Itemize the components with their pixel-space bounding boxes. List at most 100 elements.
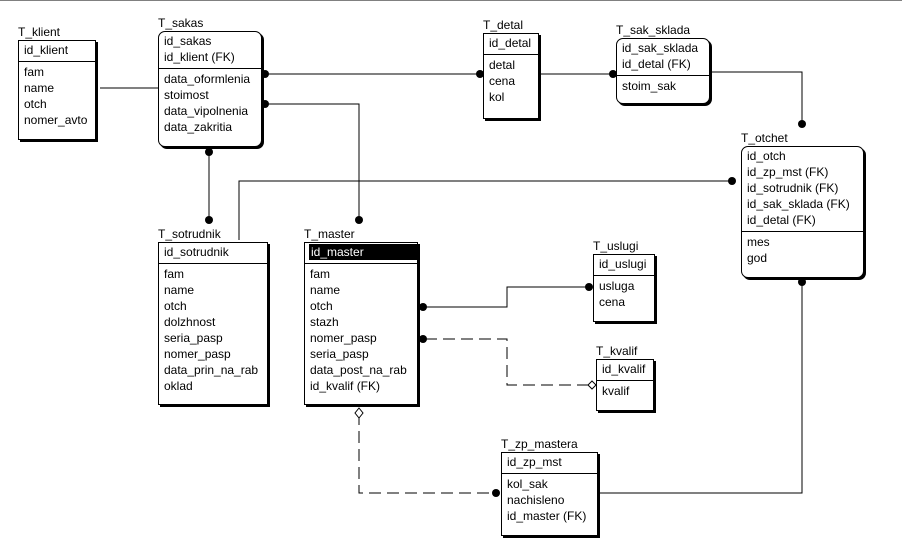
field: id_kvalif (602, 362, 646, 376)
field: otch (164, 299, 187, 313)
rel-end-dot (205, 216, 213, 224)
field: id_otch (747, 149, 786, 163)
entity-klient[interactable]: T_klient id_klient fam name otch nomer_a… (18, 25, 96, 140)
rel-end-dot (798, 278, 806, 286)
field: fam (24, 65, 45, 79)
rel-kvalif-master (423, 338, 589, 386)
entity-pk: id_klient (19, 41, 95, 62)
rel-zp-mastera-otchet (600, 282, 803, 494)
entity-title: T_sakas (158, 16, 204, 30)
rel-end-dot (419, 335, 427, 343)
entity-attrs: stoim_sak (617, 76, 709, 96)
entity-attrs: kol_sak nachisleno id_master (FK) (502, 474, 597, 526)
entity-title: T_zp_mastera (501, 437, 578, 451)
entity-box: id_sak_sklada id_detal (FK) stoim_sak (616, 38, 710, 104)
field: id_detal (FK) (622, 57, 691, 71)
entity-attrs: data_oformlenia stoimost data_vipolnenia… (159, 69, 261, 137)
field: id_detal (489, 36, 532, 50)
field: kol (489, 90, 505, 104)
rel-end-dot (492, 489, 500, 497)
entity-pk: id_zp_mst (502, 453, 597, 474)
entity-title: T_kvalif (596, 344, 638, 358)
field: dolzhnost (164, 315, 216, 329)
entity-zp-mastera[interactable]: T_zp_mastera id_zp_mst kol_sak nachislen… (501, 437, 598, 536)
entity-attrs: fam name otch stazh nomer_pasp seria_pas… (305, 264, 417, 396)
entity-detal[interactable]: T_detal id_detal detal cena kol (483, 18, 539, 119)
field: id_sotrudnik (164, 245, 229, 259)
field: id_detal (FK) (747, 213, 816, 227)
entity-pk: id_sotrudnik (159, 243, 267, 264)
entity-pk: id_kvalif (597, 360, 653, 381)
entity-box: id_detal detal cena kol (483, 33, 539, 119)
entity-otchet[interactable]: T_otchet id_otch id_zp_mst (FK) id_sotru… (741, 131, 864, 278)
rel-end-dot (261, 100, 269, 108)
field: seria_pasp (164, 331, 223, 345)
field: id_klient (FK) (164, 50, 235, 64)
entity-sotrudnik[interactable]: T_sotrudnik id_sotrudnik fam name otch d… (158, 227, 268, 405)
field: id_sak_sklada (622, 41, 699, 55)
field: cena (599, 295, 626, 309)
entity-box: id_master fam name otch stazh nomer_pasp… (304, 242, 418, 405)
entity-title: T_sak_sklada (616, 23, 691, 37)
field: name (24, 81, 55, 95)
field: id_kvalif (FK) (310, 379, 381, 393)
field: data_vipolnenia (164, 104, 249, 118)
entity-sak-sklada[interactable]: T_sak_sklada id_sak_sklada id_detal (FK)… (616, 23, 710, 104)
entity-box: id_sotrudnik fam name otch dolzhnost ser… (158, 242, 268, 405)
field: fam (164, 267, 185, 281)
field: data_prin_na_rab (164, 363, 259, 377)
entity-box: id_zp_mst kol_sak nachisleno id_master (… (501, 452, 598, 536)
field: id_uslugi (599, 257, 647, 271)
rel-end-dot (419, 303, 427, 311)
entity-master[interactable]: T_master id_master fam name otch stazh n… (304, 227, 418, 405)
entity-uslugi[interactable]: T_uslugi id_uslugi usluga cena (593, 239, 655, 322)
field: otch (310, 299, 333, 313)
entity-attrs: usluga cena (594, 276, 654, 312)
rel-end-dot (585, 283, 593, 291)
entity-pk: id_uslugi (594, 255, 654, 276)
entity-box: id_uslugi usluga cena (593, 254, 655, 322)
field: id_sotrudnik (FK) (747, 181, 839, 195)
rel-end-dot (261, 70, 269, 78)
entity-attrs: fam name otch dolzhnost seria_pasp nomer… (159, 264, 267, 396)
entity-attrs: mes god (742, 232, 863, 268)
field: nomer_pasp (310, 331, 377, 345)
window-top-border (0, 0, 902, 1)
rel-sotrudnik-otchet (238, 180, 732, 240)
entity-title: T_master (304, 227, 355, 241)
field: id_zp_mst (FK) (747, 165, 829, 179)
field: kvalif (602, 384, 630, 398)
entity-attrs: detal cena kol (484, 55, 538, 107)
rel-end-dot (205, 148, 213, 156)
rel-diamond (587, 380, 597, 390)
rel-master-zp-mastera (358, 413, 496, 494)
entity-title: T_klient (18, 25, 61, 39)
field: stoim_sak (622, 79, 677, 93)
field: stoimost (164, 88, 209, 102)
field: nomer_avto (24, 113, 88, 127)
field: kol_sak (507, 477, 548, 491)
field: id_klient (24, 43, 69, 57)
entity-sakas[interactable]: T_sakas id_sakas id_klient (FK) data_ofo… (158, 16, 262, 147)
field-selected[interactable]: id_master (309, 244, 417, 260)
rel-end-dot (476, 70, 484, 78)
entity-pk: id_master (305, 243, 417, 264)
entity-title: T_otchet (741, 131, 788, 145)
entity-attrs: fam name otch nomer_avto (19, 62, 95, 130)
entity-box: id_kvalif kvalif (596, 359, 654, 411)
entity-title: T_sotrudnik (158, 227, 221, 241)
field: name (310, 283, 341, 297)
entity-box: id_klient fam name otch nomer_avto (18, 40, 96, 140)
field: data_oformlenia (164, 72, 251, 86)
field: name (164, 283, 195, 297)
field: data_post_na_rab (310, 363, 407, 377)
field: id_master (FK) (507, 509, 587, 523)
rel-end-dot (728, 177, 736, 185)
entity-kvalif[interactable]: T_kvalif id_kvalif kvalif (596, 344, 654, 411)
entity-box: id_sakas id_klient (FK) data_oformlenia … (158, 31, 262, 147)
rel-uslugi-master (423, 286, 589, 308)
rel-sak-sklada-otchet (712, 71, 803, 124)
entity-pk: id_sak_sklada id_detal (FK) (617, 39, 709, 76)
field: nachisleno (507, 493, 565, 507)
